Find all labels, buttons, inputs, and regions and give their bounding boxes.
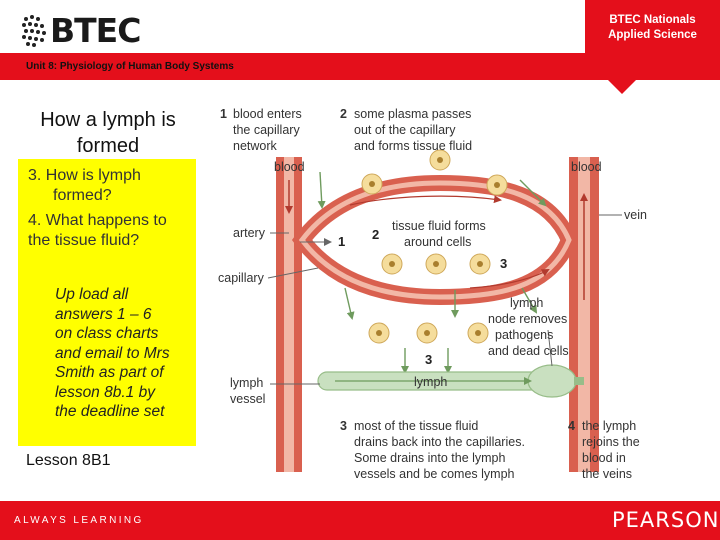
- question-4-line2: the tissue fluid?: [28, 232, 140, 249]
- fluid-arrow: [344, 287, 355, 320]
- step4-text: blood in: [582, 451, 626, 465]
- capillary-bottom-flow-arrow: [469, 269, 550, 289]
- question-4-line1: 4. What happens to: [28, 212, 167, 229]
- step2-text: some plasma passes: [354, 107, 471, 121]
- step2-text: and forms tissue fluid: [354, 139, 472, 153]
- step4-number: 4: [568, 419, 575, 433]
- upload-line: answers 1 – 6: [55, 306, 152, 323]
- node-label: node removes: [488, 312, 567, 326]
- lesson-label: Lesson 8B1: [26, 452, 111, 469]
- step1-number: 1: [220, 107, 227, 121]
- fluid-arrow: [317, 171, 326, 209]
- node-label: pathogens: [495, 328, 553, 342]
- upload-line: and email to Mrs: [55, 345, 170, 362]
- question-3-line2: formed?: [53, 187, 112, 204]
- upload-line: on class charts: [55, 325, 159, 342]
- fluid-arrow: [519, 179, 547, 207]
- step4-text: the veins: [582, 467, 632, 481]
- vein-lumen: [578, 157, 590, 472]
- lymph-vessel-label: vessel: [230, 392, 265, 406]
- marker-2: 2: [372, 227, 379, 242]
- step2-text: out of the capillary: [354, 123, 456, 137]
- upload-line: Up load all: [55, 286, 129, 303]
- unit-title: Unit 8: Physiology of Human Body Systems: [26, 61, 234, 72]
- qualification-line2: Applied Science: [608, 29, 697, 41]
- marker-3-inner: 3: [500, 256, 507, 271]
- marker-1: 1: [338, 234, 345, 249]
- capillary-space: [318, 194, 554, 286]
- upload-line: lesson 8b.1 by: [55, 384, 155, 401]
- fluid-arrow: [521, 287, 538, 314]
- step3-text: Some drains into the lymph: [354, 451, 506, 465]
- step4-text: the lymph: [582, 419, 636, 433]
- btec-logo-text: BTEC: [50, 10, 141, 50]
- slide-title: How a lymph is formed: [40, 109, 176, 157]
- upload-line: the deadline set: [55, 403, 165, 420]
- step1-text: the capillary: [233, 123, 300, 137]
- upload-line: Smith as part of: [55, 364, 164, 381]
- artery-lumen: [284, 157, 294, 472]
- question-3-line1: 3. How is lymph: [28, 167, 141, 184]
- btec-logo: BTEC: [22, 10, 141, 50]
- capillary-label: capillary: [218, 271, 265, 285]
- marker-3-lower: 3: [425, 352, 432, 367]
- artery-label: artery: [233, 226, 266, 240]
- node-label: lymph: [510, 296, 543, 310]
- vein-label: vein: [624, 208, 647, 222]
- capillary-top-flow-arrow: [349, 195, 502, 206]
- tissue-fluid-label: around cells: [404, 235, 471, 249]
- lymph-vessel-label: lymph: [230, 376, 263, 390]
- lymph-node-leader: [547, 329, 553, 367]
- capillary-loop-lumen: [298, 180, 572, 300]
- btec-dots-icon: [22, 13, 48, 47]
- tissue-fluid-label: tissue fluid forms: [392, 219, 486, 233]
- blood-right-label: blood: [571, 160, 602, 174]
- blood-left-label: blood: [274, 160, 305, 174]
- qualification-tab-pointer: [608, 80, 636, 94]
- step1-text: network: [233, 139, 278, 153]
- lymph-node: [527, 364, 577, 398]
- step4-text: rejoins the: [582, 435, 640, 449]
- node-label: and dead cells: [488, 344, 569, 358]
- step1-text: blood enters: [233, 107, 302, 121]
- footer-bar: [0, 501, 720, 540]
- capillary-leader: [267, 267, 319, 279]
- step2-number: 2: [340, 107, 347, 121]
- step3-text: drains back into the capillaries.: [354, 435, 525, 449]
- qualification-tab: BTEC Nationals Applied Science: [585, 0, 720, 80]
- step3-text: most of the tissue fluid: [354, 419, 478, 433]
- footer-tagline: ALWAYS LEARNING: [14, 515, 144, 526]
- pearson-logo: PEARSON: [612, 508, 720, 532]
- step3-text: vessels and be comes lymph: [354, 467, 515, 481]
- question-panel: [18, 159, 196, 446]
- lymph-label: lymph: [414, 375, 447, 389]
- qualification-line1: BTEC Nationals: [609, 14, 696, 26]
- step3-number: 3: [340, 419, 347, 433]
